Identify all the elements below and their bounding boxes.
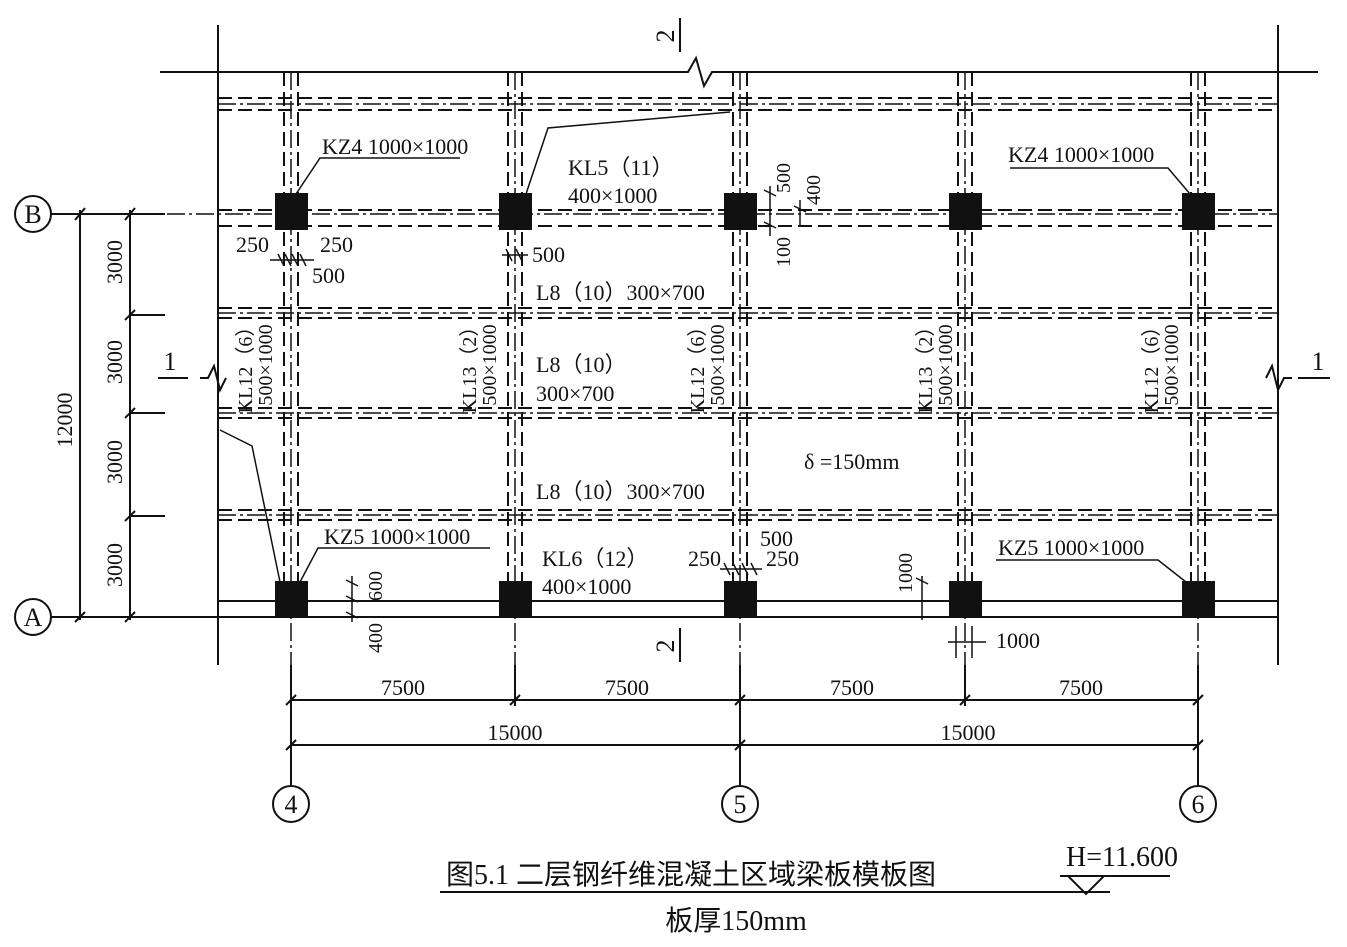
sd-500-a3: 500 <box>760 526 793 551</box>
axis-label-6: 6 <box>1192 790 1205 819</box>
label-kz5-right: KZ5 1000×1000 <box>998 535 1144 560</box>
column-b5a <box>949 193 982 230</box>
leader-lines <box>219 111 1191 583</box>
columns <box>275 193 1215 618</box>
section-1-right: 1 <box>1312 347 1325 376</box>
dim-7500-3: 7500 <box>830 675 874 700</box>
label-slab: δ =150mm <box>804 449 900 474</box>
column-a6 <box>1182 581 1215 618</box>
dim-15000-1: 15000 <box>488 720 543 745</box>
label-l8-mid-name: L8（10） <box>536 352 626 377</box>
axis-label-a: A <box>24 603 43 632</box>
sd-500-left: 500 <box>312 263 345 288</box>
column-a5 <box>724 581 757 618</box>
column-a5a <box>949 581 982 618</box>
label-kz4-right: KZ4 1000×1000 <box>1008 142 1154 167</box>
sd-500-b2: 500 <box>532 242 565 267</box>
axis-label-b: B <box>24 200 41 229</box>
sd-1000-a4-v: 1000 <box>895 553 917 593</box>
label-kl6-name: KL6（12） <box>542 546 648 571</box>
sd-250-left-a: 250 <box>236 232 269 257</box>
caption-subtitle: 板厚150mm <box>665 905 807 937</box>
label-kl6-size: 400×1000 <box>542 574 631 599</box>
dim-3000-2: 3000 <box>102 340 127 384</box>
column-a4 <box>275 581 308 618</box>
dim-15000-2: 15000 <box>941 720 996 745</box>
boundary-lines <box>160 25 1318 665</box>
section-2-bottom: 2 <box>651 640 680 653</box>
column-b4a <box>499 193 532 230</box>
vertical-beams <box>283 72 1206 665</box>
sd-400-b3: 400 <box>803 175 825 205</box>
dim-12000: 12000 <box>52 393 77 448</box>
dim-7500-2: 7500 <box>605 675 649 700</box>
sd-250-a3-left: 250 <box>688 546 721 571</box>
member-labels: KZ4 1000×1000 KZ4 1000×1000 KZ5 1000×100… <box>234 134 1183 599</box>
label-kl13-a-name: KL13（2） <box>458 317 481 414</box>
label-kl12-c-name: KL12（6） <box>1140 317 1163 414</box>
label-kz4-left: KZ4 1000×1000 <box>322 134 468 159</box>
sd-250-left-b: 250 <box>320 232 353 257</box>
label-kl13-b-name: KL13（2） <box>914 317 937 414</box>
section-2-top: 2 <box>651 30 680 43</box>
dim-3000-4: 3000 <box>102 543 127 587</box>
label-kl5-size: 400×1000 <box>568 183 657 208</box>
dim-7500-1: 7500 <box>381 675 425 700</box>
label-kl12-c-size: 500×1000 <box>1161 324 1183 405</box>
section-marks: 1 1 2 2 <box>158 18 1330 662</box>
small-dim-ticks <box>270 186 986 658</box>
label-kl12-a-size: 500×1000 <box>255 324 277 405</box>
horizontal-dimensions <box>285 665 1204 785</box>
caption-title: 图5.1 二层钢纤维混凝土区域梁板模板图 <box>446 859 936 891</box>
elevation-label: H=11.600 <box>1066 842 1178 873</box>
sd-250-a3-right: 250 <box>766 546 799 571</box>
column-b4 <box>275 193 308 230</box>
sd-100-b3: 100 <box>773 237 795 267</box>
column-b6 <box>1182 193 1215 230</box>
sd-600-a1: 600 <box>365 571 387 601</box>
dim-7500-4: 7500 <box>1059 675 1103 700</box>
sd-500-b3: 500 <box>773 163 795 193</box>
section-1-left: 1 <box>164 347 177 376</box>
caption-block: 图5.1 二层钢纤维混凝土区域梁板模板图 板厚150mm H=11.600 <box>440 842 1178 937</box>
label-l8-top: L8（10）300×700 <box>536 280 705 305</box>
dimension-texts: 12000 3000 3000 3000 3000 7500 7500 7500… <box>52 240 1103 745</box>
dim-3000-3: 3000 <box>102 440 127 484</box>
label-kz5-left: KZ5 1000×1000 <box>324 524 470 549</box>
label-kl12-b-name: KL12（6） <box>686 317 709 414</box>
label-l8-bottom: L8（10）300×700 <box>536 479 705 504</box>
label-kl12-b-size: 500×1000 <box>707 324 729 405</box>
sd-1000-a4-h: 1000 <box>996 628 1040 653</box>
elevation-marker <box>1065 875 1107 896</box>
small-dimension-texts: 250 250 500 500 500 400 100 500 250 250 … <box>236 163 1040 653</box>
axis-label-5: 5 <box>734 790 747 819</box>
column-b5 <box>724 193 757 230</box>
label-kl5-name: KL5（11） <box>568 155 674 180</box>
label-kl12-a-name: KL12（6） <box>234 317 257 414</box>
axis-label-4: 4 <box>285 790 298 819</box>
label-l8-mid-size: 300×700 <box>536 381 614 406</box>
dim-3000-1: 3000 <box>102 240 127 284</box>
label-kl13-a-size: 500×1000 <box>479 324 501 405</box>
sd-400-a1: 400 <box>365 623 387 653</box>
label-kl13-b-size: 500×1000 <box>935 324 957 405</box>
vertical-dimensions <box>66 207 165 623</box>
axis-bubbles: B A 4 5 6 <box>14 195 1217 823</box>
column-a4a <box>499 581 532 618</box>
